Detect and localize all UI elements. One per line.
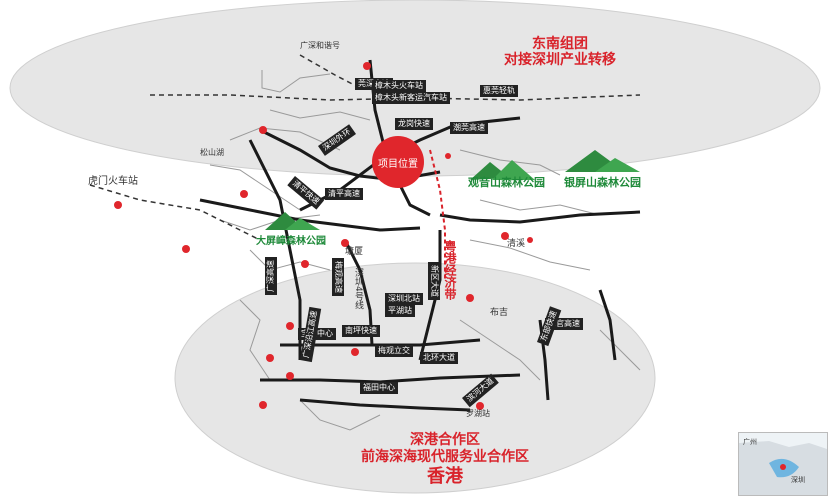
inset-map-graphic xyxy=(739,441,827,495)
inset-label-1: 广州 xyxy=(743,438,757,446)
economic-corridor-label: 粤港经济带 xyxy=(443,240,457,300)
forest-银屏山 xyxy=(565,150,640,172)
north-region-line2: 对接深圳产业转移 xyxy=(504,52,616,68)
north-region-line1: 东南组团 xyxy=(532,36,588,52)
place-布吉: 布吉 xyxy=(490,308,509,318)
road-label: 平湖站 xyxy=(385,305,415,317)
road-label: 新区大道 xyxy=(428,262,440,300)
south-region-line2: 前海深海现代服务业合作区 xyxy=(361,449,529,465)
place-深圳4号线: 深圳4号线 xyxy=(353,268,363,310)
road-label: 广深高速 xyxy=(265,257,277,295)
road-label: 梅观立交 xyxy=(375,345,413,357)
place-塘厦: 塘厦 xyxy=(345,247,364,257)
project-location-marker xyxy=(372,136,424,188)
place-虎门火车站: 虎门火车站 xyxy=(88,176,138,187)
place-清溪: 清溪 xyxy=(507,239,526,249)
place-松山湖: 松山湖 xyxy=(200,148,224,157)
forest-label-2: 银屏山森林公园 xyxy=(564,176,641,189)
place-广深和谐号: 广深和谐号 xyxy=(300,41,340,50)
south-region-title: 深港合作区 前海深海现代服务业合作区 香港 xyxy=(330,432,560,488)
road-label: 北环大道 xyxy=(420,352,458,364)
south-region-line3: 香港 xyxy=(427,466,463,487)
forest-大屏嶂 xyxy=(265,212,320,230)
minor-roads xyxy=(209,70,641,431)
forest-label-3: 大屏嶂森林公园 xyxy=(256,236,326,247)
road-label: 南坪快速 xyxy=(342,325,380,337)
project-label: 项目位置 xyxy=(378,159,418,170)
inset-map: 广州 深圳 xyxy=(738,432,828,496)
north-region-title: 东南组团 对接深圳产业转移 xyxy=(470,36,650,68)
road-label: 惠莞轻轨 xyxy=(480,85,518,97)
inset-label-2: 深圳 xyxy=(791,476,805,484)
road-label: 清平高速 xyxy=(325,188,363,200)
south-region xyxy=(174,262,656,494)
road-label: 龙岗快速 xyxy=(395,118,433,130)
road-label: 梅观高速 xyxy=(332,258,344,296)
red-dots xyxy=(114,62,533,410)
forest-label-1: 观音山森林公园 xyxy=(468,176,545,189)
place-罗湖站: 罗湖站 xyxy=(466,409,490,418)
road-label: 福田中心 xyxy=(360,382,398,394)
economic-corridor-line xyxy=(429,149,446,280)
road-label: 樟木头火车站 xyxy=(372,80,426,92)
forest-观音山 xyxy=(470,160,535,180)
road-label: 潮莞高速 xyxy=(450,122,488,134)
south-region-line1: 深港合作区 xyxy=(410,432,480,448)
road-label: 深圳北站 xyxy=(385,293,423,305)
road-label: 樟木头新客运汽车站 xyxy=(372,92,450,104)
